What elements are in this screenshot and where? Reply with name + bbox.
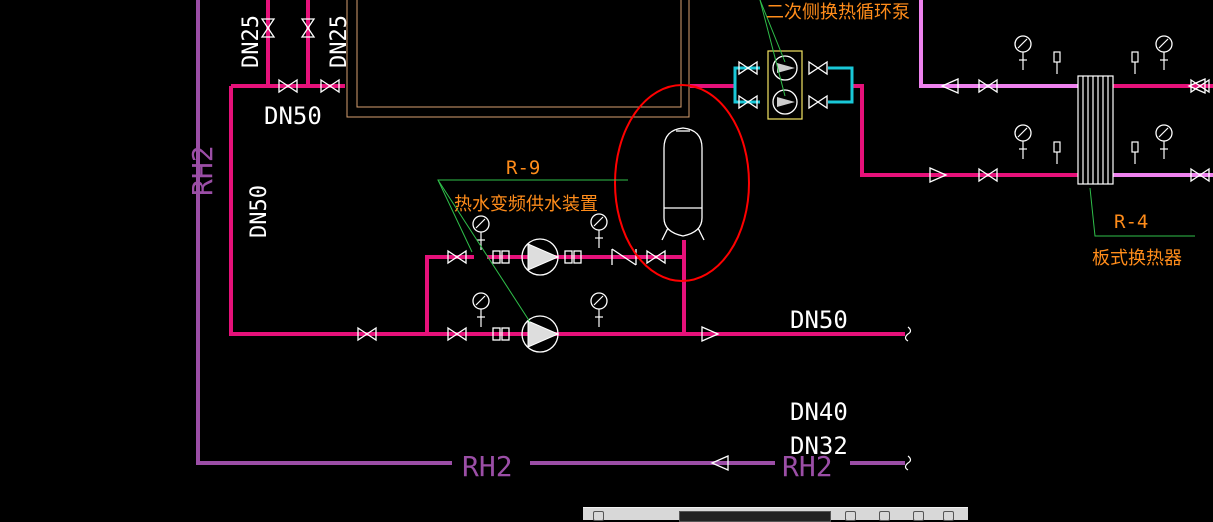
- command-input-box[interactable]: [679, 511, 831, 522]
- label-dn32: DN32: [790, 432, 848, 460]
- pressure-gauges: [472, 35, 1173, 328]
- check-valve: [611, 248, 637, 266]
- highlight-circle: [614, 84, 750, 282]
- label-r9-desc: 热水变频供水装置: [454, 194, 598, 215]
- label-dn50-top: DN50: [264, 102, 322, 130]
- plate-heat-exchanger: [1077, 75, 1114, 185]
- water-tank-outline: [346, 0, 690, 118]
- label-dn25-a: DN25: [239, 15, 264, 68]
- flex-joints: [492, 250, 582, 341]
- pressure-tank: [661, 127, 705, 241]
- secondary-pump-assembly: [733, 50, 854, 120]
- tool-icon[interactable]: [913, 511, 924, 521]
- pipe-end-wave-dn50: [904, 326, 912, 342]
- pipe-end-wave-rh2: [904, 455, 912, 471]
- return-pipe-rh2: [196, 0, 905, 465]
- tool-icon[interactable]: [879, 511, 890, 521]
- leader-lines: [437, 0, 1195, 323]
- label-r9-tag: R-9: [506, 157, 540, 179]
- flow-arrows: [701, 78, 1206, 342]
- label-rh2-vertical: RH2: [186, 145, 219, 196]
- light-pipes: [919, 0, 1213, 177]
- pump-upper: [521, 238, 560, 276]
- label-dn25-b: DN25: [327, 15, 352, 68]
- thermometers: [1053, 51, 1139, 165]
- label-r4-desc: 板式换热器: [1092, 248, 1182, 269]
- label-secondary-pump: 二次侧换热循环泵: [766, 2, 910, 23]
- label-rh2-bottom-left: RH2: [462, 450, 513, 483]
- label-rh2-bottom-right: RH2: [782, 450, 833, 483]
- label-dn40: DN40: [790, 398, 848, 426]
- return-arrow: [710, 455, 729, 471]
- pump-lower: [521, 315, 560, 353]
- label-dn50-vertical: DN50: [247, 185, 272, 238]
- tool-icon[interactable]: [943, 511, 954, 521]
- tool-icon[interactable]: [593, 511, 604, 521]
- tool-icon[interactable]: [845, 511, 856, 521]
- supply-pipes: [229, 0, 1213, 336]
- label-r4-tag: R-4: [1114, 211, 1148, 233]
- label-dn50-main: DN50: [790, 306, 848, 334]
- bottom-toolbar-strip: [583, 507, 968, 522]
